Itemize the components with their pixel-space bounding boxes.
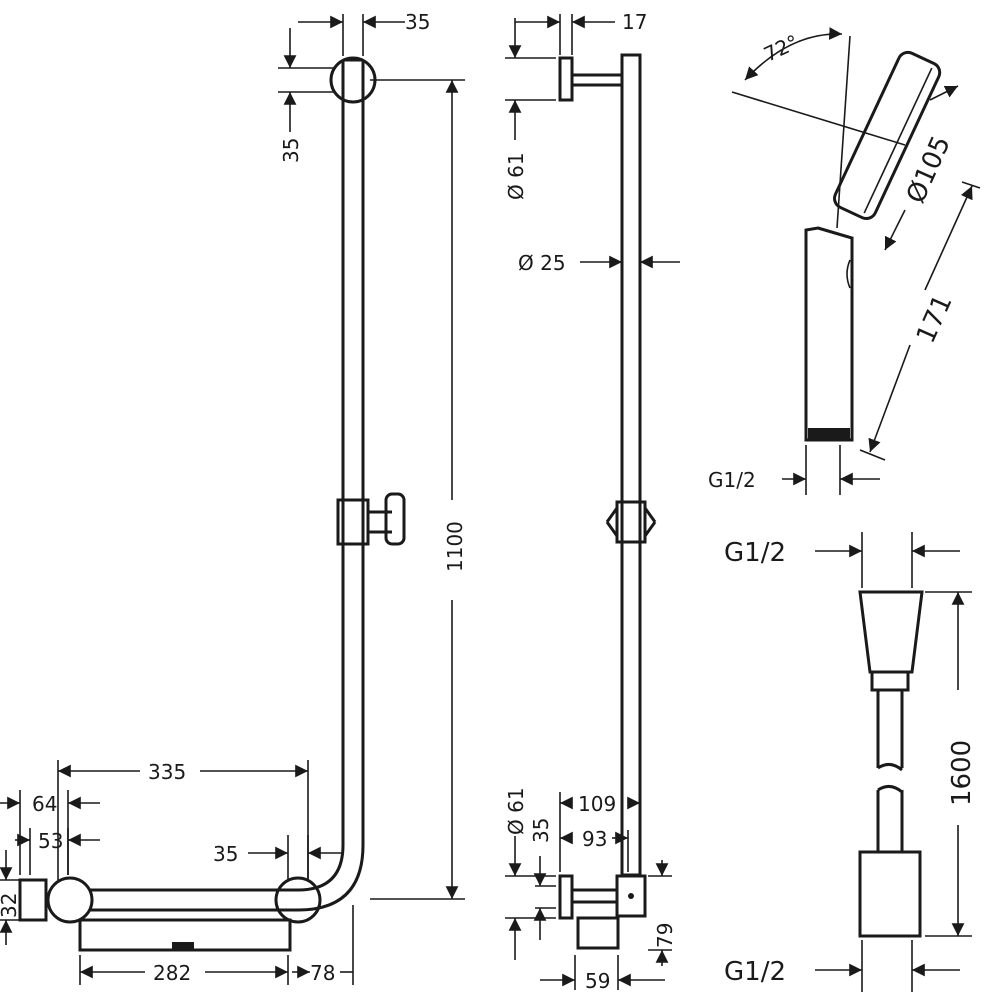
vertical-rail-inner — [90, 60, 365, 912]
vertical-rail — [90, 60, 345, 892]
dim-dia-61-top: Ø 61 — [504, 152, 528, 200]
dim-hand-thread: G1/2 — [708, 468, 756, 492]
hose-length: 1600 — [947, 740, 977, 806]
bottom-left-flange — [46, 876, 94, 924]
dim-top-offset: 35 — [279, 138, 303, 163]
dim-dia-61-bottom: Ø 61 — [504, 787, 528, 835]
dim-17: 17 — [622, 10, 647, 34]
side-rail — [620, 53, 642, 877]
hose-thread-bottom: G1/2 — [724, 957, 786, 987]
dim-79: 79 — [653, 923, 677, 948]
front-view: 35 35 1100 335 64 53 — [0, 10, 467, 985]
dim-bottom-length: 335 — [148, 760, 186, 784]
dim-109: 109 — [578, 792, 616, 816]
shower-holder — [336, 498, 370, 546]
side-slider — [615, 500, 647, 544]
dim-35-side: 35 — [529, 818, 553, 843]
dim-282: 282 — [153, 961, 191, 985]
bottom-right-flange — [274, 876, 322, 924]
shower-hose: G1/2 1600 G1/2 — [724, 532, 977, 992]
top-wall-flange — [329, 56, 377, 104]
side-view: 17 Ø 61 Ø 25 Ø 61 35 109 93 — [504, 10, 680, 993]
dim-53: 53 — [38, 829, 63, 853]
hose-bottom-nut — [858, 850, 922, 938]
dim-171: 171 — [911, 290, 959, 348]
hose-thread-top: G1/2 — [724, 538, 786, 568]
dim-78: 78 — [310, 961, 335, 985]
dim-height: 1100 — [443, 521, 467, 572]
dim-35-bend: 35 — [213, 842, 238, 866]
dim-32: 32 — [0, 893, 21, 918]
dim-64: 64 — [32, 792, 57, 816]
dim-93: 93 — [582, 827, 607, 851]
dim-dia-25: Ø 25 — [518, 251, 566, 275]
dim-59: 59 — [585, 969, 610, 993]
hose-top-nut — [858, 590, 924, 674]
dim-top-width: 35 — [405, 10, 430, 34]
hand-shower: 72° Ø105 171 G1/2 — [708, 27, 981, 495]
